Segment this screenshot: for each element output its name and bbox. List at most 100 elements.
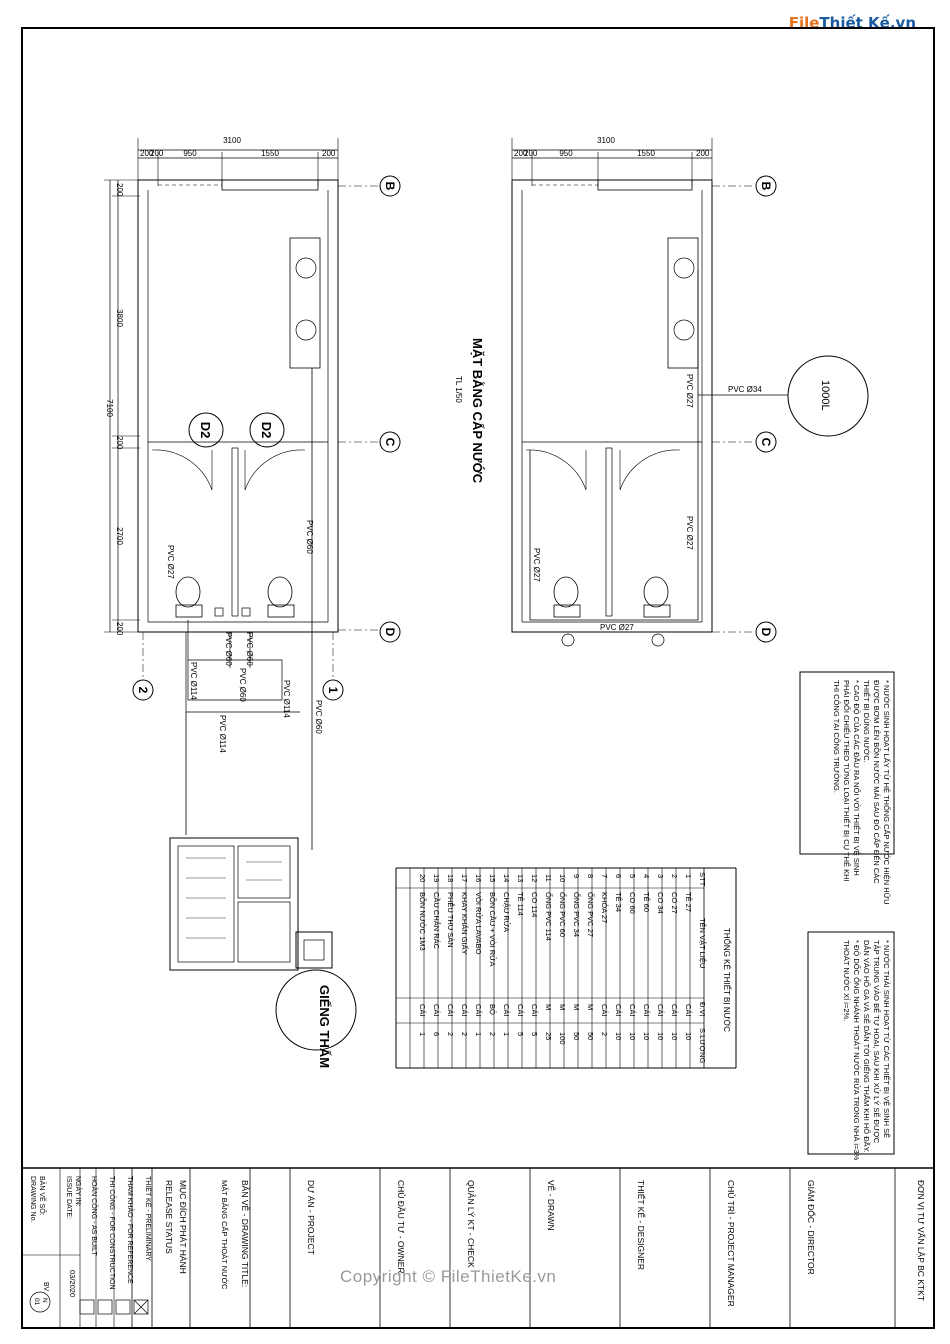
table-cell: CÁI <box>600 1004 609 1017</box>
table-cell: 10 <box>614 1032 623 1040</box>
note-line: * ĐỘ DỐC ỐNG NHÁNH THOÁT NƯỚC RỬA TRONG … <box>852 940 862 1161</box>
note-line: * NƯỚC THẢI SINH HOẠT TỪ CÁC THIẾT BỊ VỆ… <box>882 940 892 1138</box>
tb-status-4: HOÀN CÔNG - AS BUILT <box>90 1176 99 1256</box>
note-line: * NƯỚC SINH HOẠT LẤY TỪ HỆ THỐNG CẤP NƯỚ… <box>882 680 892 905</box>
pipe-label: PVC Ø60 <box>238 668 247 702</box>
table-cell: TÊ 27 <box>684 892 693 912</box>
table-cell: M <box>558 1004 567 1010</box>
tb-drawing-title-value: MẶT BẰNG CẤP THOÁT NƯỚC <box>220 1180 230 1290</box>
note-line: THI CÔNG TẠI CÔNG TRƯỜNG. <box>832 680 841 793</box>
table-cell: M <box>572 1004 581 1010</box>
table-cell: TÊ 114 <box>516 892 525 916</box>
table-cell: PHỄU THU SÀN <box>446 892 455 948</box>
table-cell: 10 <box>670 1032 679 1040</box>
pipe-label: PVC Ø27 <box>685 374 694 408</box>
tb-drawn: VẼ - DRAWN <box>546 1180 556 1231</box>
table-cell: BỒN CẦU + VÒI RỬA <box>488 892 498 967</box>
dim-a: 200 <box>140 149 154 158</box>
tb-company: ĐƠN VỊ TƯ VẤN LẬP BC KTKT <box>916 1180 926 1301</box>
table-cell: CÁI <box>642 1004 651 1017</box>
table-cell: CÁI <box>502 1004 511 1017</box>
table-cell: 5 <box>628 874 637 878</box>
tb-status-1: THIẾT KẾ - PRELIMINARY <box>144 1176 154 1261</box>
grid-2: 2 <box>136 687 150 694</box>
table-header: S.LƯỢNG <box>698 1028 707 1064</box>
tb-date-label2: ISSUE DATE: <box>65 1176 72 1219</box>
pipe-label: PVC Ø34 <box>728 385 762 394</box>
title-block <box>21 1167 935 1329</box>
table-cell: CÁI <box>670 1004 679 1017</box>
tb-project: DỰ ÁN - PROJECT <box>306 1180 316 1255</box>
pipe-label: PVC Ø114 <box>189 662 198 700</box>
table-cell: CÁI <box>446 1004 455 1017</box>
note-line: TẬP TRUNG VÀO BỂ TỰ HOẠI, SAU KHI XỬ LÝ … <box>872 940 881 1144</box>
grid-1: 1 <box>326 687 340 694</box>
table-cell: VÒI RỬA LAVABO <box>474 892 483 955</box>
dim-d: 1550 <box>637 149 655 158</box>
dim-h-total: 7100 <box>105 399 114 417</box>
table-cell: 2 <box>460 1032 469 1036</box>
pipe-label: PVC Ø114 <box>218 715 227 753</box>
pipe-label: PVC Ø27 <box>600 623 634 632</box>
dim-c: 950 <box>183 149 197 158</box>
table-cell: 16 <box>474 874 483 882</box>
note-line: DẪN VÀO HỐ GA VÀ SẼ DẪN TỚI GIẾNG THẤM K… <box>862 940 872 1153</box>
table-header: Đ.VỊ <box>698 1002 707 1017</box>
grid-c: C <box>759 438 773 447</box>
table-cell: 8 <box>586 874 595 878</box>
tb-status-2: THAM KHẢO - FOR REFERENCE <box>126 1176 135 1284</box>
table-cell: CO 27 <box>670 892 679 914</box>
tb-director: GIÁM ĐỐC - DIRECTOR <box>806 1180 817 1275</box>
pipe-label: PVC Ø27 <box>166 545 175 579</box>
table-cell: 7 <box>600 874 609 878</box>
tb-no-n: N <box>41 1298 48 1303</box>
table-cell: ỐNG PVC 27 <box>586 892 596 937</box>
table-cell: CÁI <box>516 1004 525 1017</box>
note-line: ĐƯỢC BƠM LÊN BỒN NƯỚC MÁI SAU ĐÓ CẤP ĐẾN… <box>872 680 882 884</box>
copyright-watermark: Copyright © FileThietKe.vn <box>340 1267 557 1286</box>
note-line: PHẢI ĐỐI CHIẾU THEO TỪNG LOẠI THIẾT BỊ C… <box>842 680 852 882</box>
table-cell: 19 <box>432 874 441 882</box>
drainage-grid-markers: B C D 2 1 D2 D2 <box>132 175 401 701</box>
table-cell: CÁI <box>656 1004 665 1017</box>
dim-h3: 200 <box>115 183 124 197</box>
table-header: STT <box>698 872 707 887</box>
dim-h5: 200 <box>115 622 124 636</box>
dim-e: 200 <box>696 149 710 158</box>
pipe-label: PVC Ø27 <box>532 548 541 582</box>
drainage-plan <box>104 138 380 1051</box>
door-tag: D2 <box>259 422 274 439</box>
table-cell: CÁI <box>614 1004 623 1017</box>
table-cell: CÁI <box>628 1004 637 1017</box>
plan-title: MẶT BẰNG CẤP NƯỚC <box>470 338 485 484</box>
dim-total: 3100 <box>223 136 241 145</box>
table-cell: 4 <box>642 874 651 878</box>
table-cell: M <box>586 1004 595 1010</box>
table-cell: 1 <box>418 1032 427 1036</box>
table-title: THỐNG KÊ THIẾT BỊ NƯỚC <box>722 928 732 1032</box>
pipe-label: PVC Ø114 <box>282 680 291 718</box>
dim-c: 950 <box>559 149 573 158</box>
table-cell: 14 <box>502 874 511 882</box>
dim-total: 3100 <box>597 136 615 145</box>
dim-h2: 2700 <box>115 527 124 545</box>
grid-d: D <box>383 628 397 637</box>
table-cell: 10 <box>628 1032 637 1040</box>
tb-designer: THIẾT KẾ - DESIGNER <box>636 1180 646 1270</box>
note-line: THIẾT BỊ DÙNG NƯỚC. <box>862 680 872 763</box>
table-cell: 9 <box>572 874 581 878</box>
grid-b: B <box>383 182 397 191</box>
table-cell: CẦU CHẮN RÁC <box>432 892 442 950</box>
table-cell: 20 <box>418 874 427 882</box>
table-cell: 100 <box>558 1032 567 1045</box>
door-tag: D2 <box>198 422 213 439</box>
table-cell: CHẬU RỬA <box>502 892 511 932</box>
tb-drawing-title: BẢN VẼ - DRAWING TITLE: <box>240 1180 251 1287</box>
plan-scale: TL 1/50 <box>454 376 463 403</box>
tb-no-label2: DRAWING No. <box>29 1176 36 1222</box>
table-cell: 50 <box>586 1032 595 1040</box>
table-cell: 1 <box>502 1032 511 1036</box>
table-cell: 15 <box>488 874 497 882</box>
table-cell: KHAY KHĂN GIẤY <box>460 892 470 955</box>
